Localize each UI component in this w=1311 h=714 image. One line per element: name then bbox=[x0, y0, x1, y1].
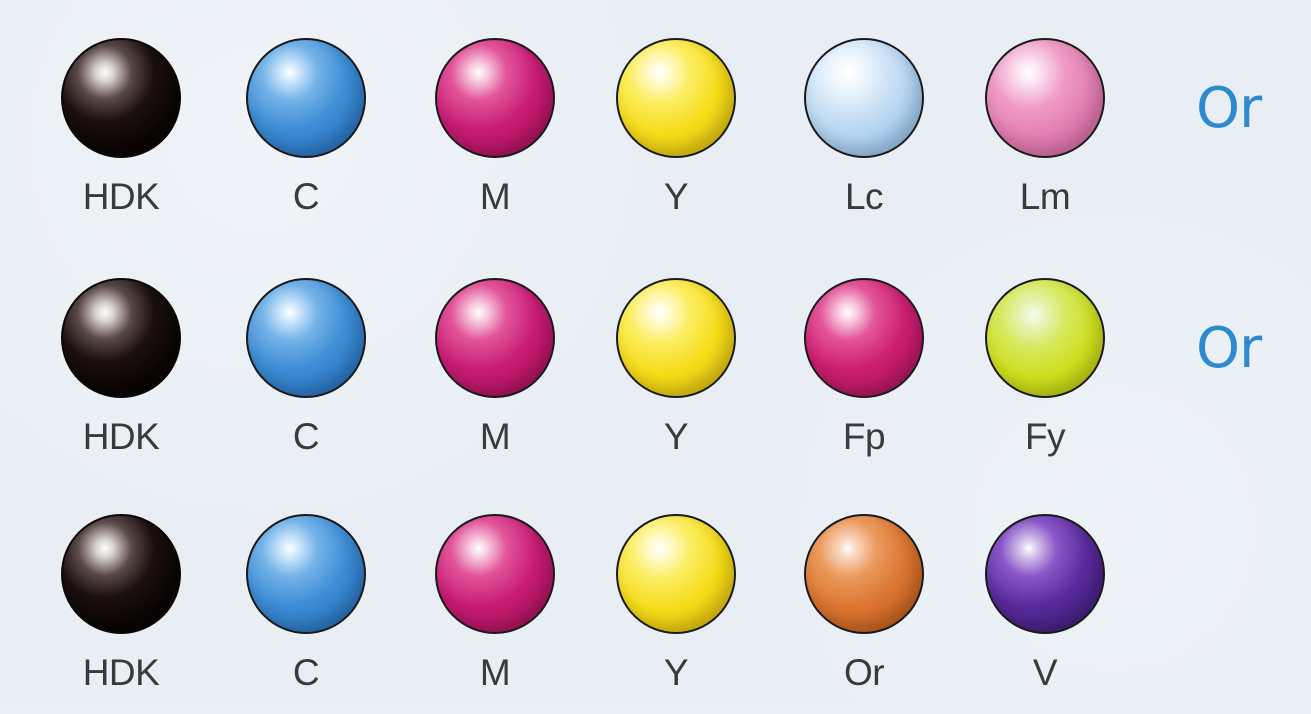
ink-v: V bbox=[980, 514, 1110, 714]
ink-hdk: HDK bbox=[56, 278, 186, 478]
ink-label: Or bbox=[799, 652, 929, 694]
ink-c: C bbox=[241, 38, 371, 238]
ink-label: C bbox=[241, 416, 371, 458]
ink-ball-light-magenta bbox=[985, 38, 1105, 158]
ink-y: Y bbox=[611, 38, 741, 238]
ink-ball-black bbox=[61, 278, 181, 398]
ink-ball-cyan bbox=[246, 278, 366, 398]
ink-ball-fluorescent-yellow bbox=[985, 278, 1105, 398]
ink-m: M bbox=[430, 278, 560, 478]
ink-label: Fp bbox=[799, 416, 929, 458]
ink-fp: Fp bbox=[799, 278, 929, 478]
ink-ball-yellow bbox=[616, 278, 736, 398]
ink-m: M bbox=[430, 514, 560, 714]
or-separator-2: Or bbox=[1196, 316, 1261, 381]
ink-label: Lc bbox=[799, 176, 929, 218]
ink-c: C bbox=[241, 514, 371, 714]
ink-label: C bbox=[241, 652, 371, 694]
ink-c: C bbox=[241, 278, 371, 478]
ink-set-row-2: HDK C M Y Fp Fy bbox=[0, 278, 1311, 478]
ink-hdk: HDK bbox=[56, 38, 186, 238]
ink-label: Lm bbox=[980, 176, 1110, 218]
ink-lc: Lc bbox=[799, 38, 929, 238]
ink-label: M bbox=[430, 652, 560, 694]
ink-label: Fy bbox=[980, 416, 1110, 458]
ink-hdk: HDK bbox=[56, 514, 186, 714]
ink-y: Y bbox=[611, 278, 741, 478]
ink-ball-cyan bbox=[246, 38, 366, 158]
ink-m: M bbox=[430, 38, 560, 238]
ink-ball-orange bbox=[804, 514, 924, 634]
ink-ball-magenta bbox=[435, 514, 555, 634]
ink-y: Y bbox=[611, 514, 741, 714]
ink-ball-yellow bbox=[616, 514, 736, 634]
ink-ball-fluorescent-pink bbox=[804, 278, 924, 398]
ink-label: C bbox=[241, 176, 371, 218]
ink-label: Y bbox=[611, 416, 741, 458]
ink-label: HDK bbox=[56, 416, 186, 458]
ink-label: Y bbox=[611, 652, 741, 694]
ink-lm: Lm bbox=[980, 38, 1110, 238]
or-separator-1: Or bbox=[1196, 76, 1261, 141]
ink-ball-violet bbox=[985, 514, 1105, 634]
ink-ball-black bbox=[61, 38, 181, 158]
ink-or: Or bbox=[799, 514, 929, 714]
ink-label: Y bbox=[611, 176, 741, 218]
ink-label: V bbox=[980, 652, 1110, 694]
ink-ball-magenta bbox=[435, 38, 555, 158]
ink-ball-cyan bbox=[246, 514, 366, 634]
ink-ball-light-cyan bbox=[804, 38, 924, 158]
ink-ball-yellow bbox=[616, 38, 736, 158]
ink-set-row-1: HDK C M Y Lc Lm bbox=[0, 38, 1311, 238]
ink-ball-magenta bbox=[435, 278, 555, 398]
ink-label: M bbox=[430, 416, 560, 458]
ink-label: M bbox=[430, 176, 560, 218]
ink-label: HDK bbox=[56, 652, 186, 694]
ink-set-row-3: HDK C M Y Or V bbox=[0, 514, 1311, 714]
ink-fy: Fy bbox=[980, 278, 1110, 478]
ink-label: HDK bbox=[56, 176, 186, 218]
ink-ball-black bbox=[61, 514, 181, 634]
